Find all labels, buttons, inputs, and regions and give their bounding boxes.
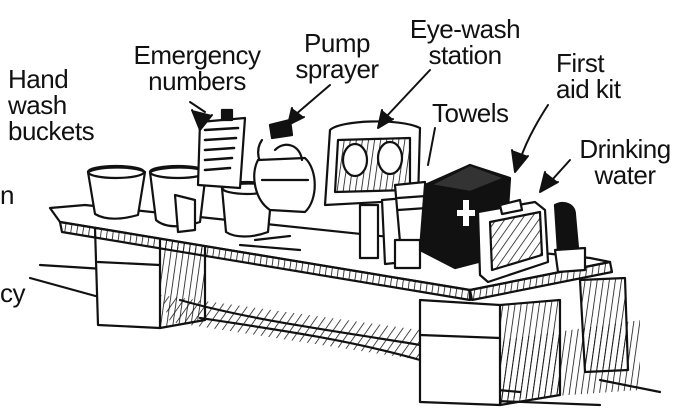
towels-label: Towels xyxy=(432,100,508,126)
label-line: numbers xyxy=(122,68,272,94)
cropped-label-fragment: cy xyxy=(0,280,25,306)
label-line: Eye-wash xyxy=(400,16,530,42)
label-line: Hand xyxy=(8,66,94,92)
first-aid-kit-label: First aid kit xyxy=(556,50,620,102)
label-line: water xyxy=(566,162,684,188)
emergency-numbers-label: Emergency numbers xyxy=(122,42,272,94)
hand-wash-buckets-label: Hand wash buckets xyxy=(8,66,94,144)
label-line: buckets xyxy=(8,118,94,144)
table-shadow xyxy=(160,295,640,400)
label-line: sprayer xyxy=(285,56,389,82)
pump-sprayer xyxy=(254,120,315,212)
label-line: Emergency xyxy=(122,42,272,68)
pump-sprayer-label: Pump sprayer xyxy=(285,30,389,82)
cropped-label-fragment: n xyxy=(0,182,14,208)
eye-wash-station-label: Eye-wash station xyxy=(400,16,530,68)
label-fragment: n xyxy=(0,182,14,208)
drinking-water-label: Drinking water xyxy=(566,136,684,188)
label-line: Pump xyxy=(285,30,389,56)
label-line: aid kit xyxy=(556,76,620,102)
label-line: Drinking xyxy=(566,136,684,162)
label-line: Towels xyxy=(432,100,508,126)
label-line: station xyxy=(400,42,530,68)
label-fragment: cy xyxy=(0,280,25,306)
label-line: wash xyxy=(8,92,94,118)
label-line: First xyxy=(556,50,620,76)
